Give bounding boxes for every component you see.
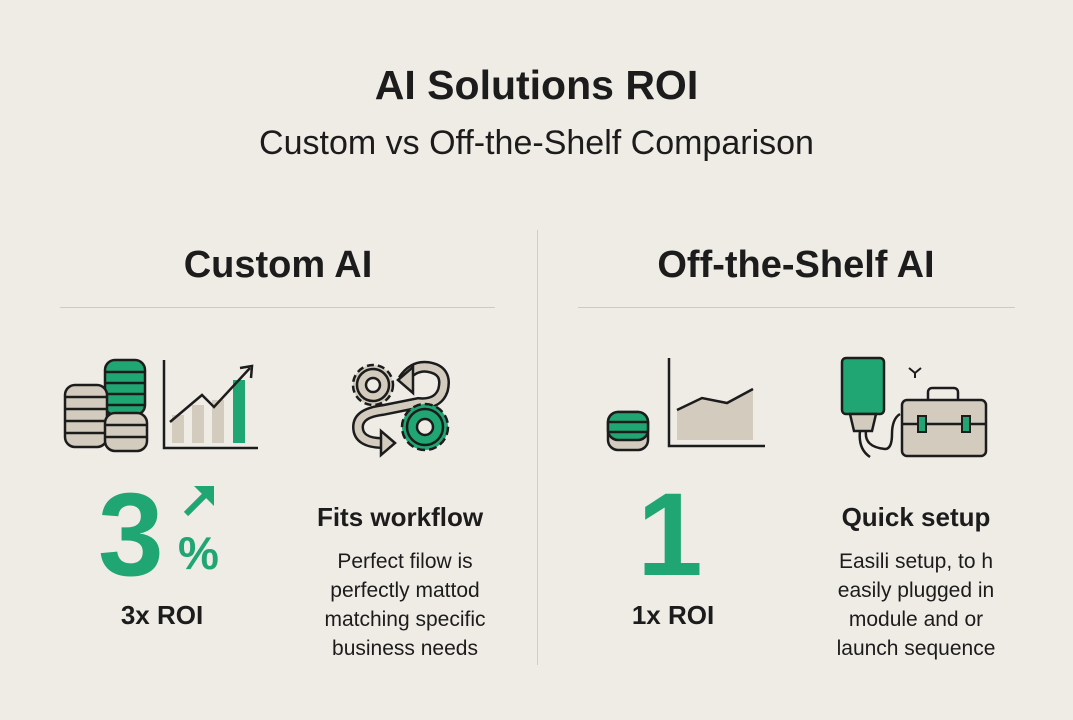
coin-icon — [606, 410, 650, 452]
custom-big-number: 3 — [98, 469, 164, 601]
offshelf-feature-title: Quick setup — [841, 502, 991, 532]
offshelf-heading: Off-the-Shelf AI — [657, 244, 935, 286]
up-arrow-icon — [183, 486, 214, 517]
description-line: Perfect filow is — [337, 550, 473, 573]
flat-chart-icon — [667, 358, 765, 448]
custom-roi-label: 3x ROI — [120, 600, 204, 630]
offshelf-roi-label: 1x ROI — [631, 600, 715, 630]
custom-feature-title: Fits workflow — [316, 502, 484, 532]
description-line: launch sequence — [836, 637, 996, 660]
offshelf-big-number: 1 — [637, 469, 703, 601]
gears-workflow-icon — [351, 360, 450, 458]
growth-chart-icon — [162, 360, 258, 450]
page-subtitle: Custom vs Off-the-Shelf Comparison — [259, 124, 814, 162]
description-line: perfectly mattod — [330, 579, 480, 602]
page-title: AI Solutions ROI — [374, 62, 699, 108]
custom-heading: Custom AI — [183, 244, 373, 286]
custom-divider — [60, 307, 495, 308]
description-line: Easili setup, to h — [838, 550, 994, 573]
offshelf-divider — [578, 307, 1015, 308]
description-line: easily plugged in — [837, 579, 995, 602]
custom-feature-description: Perfect filow is perfectly mattod matchi… — [275, 547, 535, 663]
briefcase-icon — [900, 386, 988, 458]
percent-sign: % — [178, 527, 219, 579]
offshelf-feature-description: Easili setup, to h easily plugged in mod… — [786, 547, 1046, 663]
description-line: module and or — [848, 608, 984, 631]
description-line: matching specific — [324, 608, 486, 631]
column-divider — [537, 230, 538, 665]
plug-icon — [840, 356, 922, 459]
coins-stack-icon — [63, 358, 149, 453]
description-line: business needs — [332, 637, 478, 660]
